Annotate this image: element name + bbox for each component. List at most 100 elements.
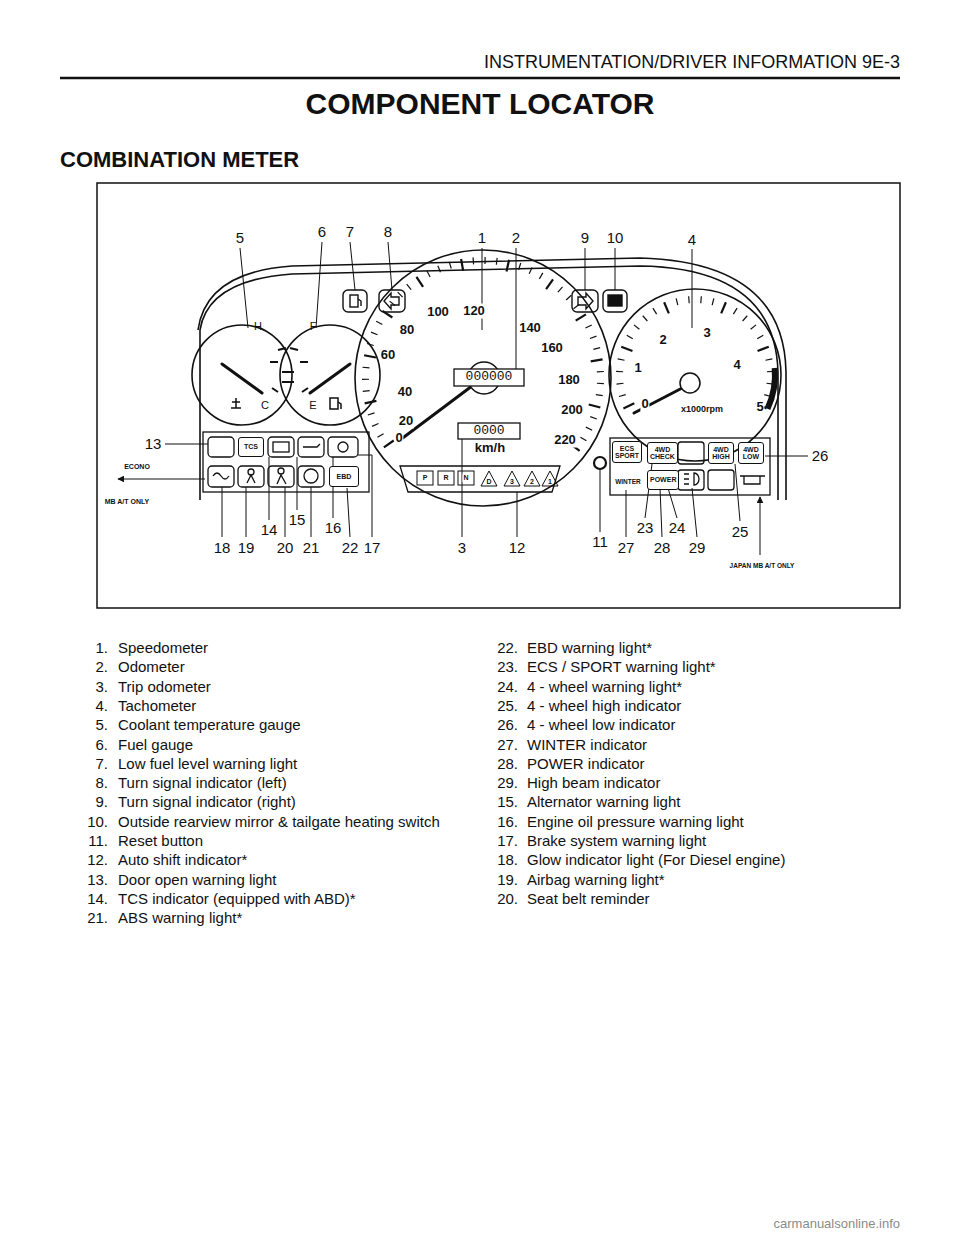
variant-note: JAPAN MB A/T ONLY [730,562,795,569]
callout-number: 12 [508,539,527,556]
list-item: 4 - wheel high indicator [527,697,681,714]
list-number: 14. [87,890,108,907]
shift-position: P [422,474,429,482]
list-number: 18. [497,852,518,869]
callout-number: 26 [811,447,830,464]
tach-scale-number: 1 [633,361,642,376]
tach-scale-number: 0 [640,397,649,412]
list-item: Trip odometer [118,678,211,695]
speed-scale-number: 200 [560,403,584,418]
list-number: 4. [95,697,108,714]
list-item: EBD warning light* [527,639,652,656]
callout-number: 9 [580,229,590,246]
callout-number: 29 [688,539,707,556]
list-number: 27. [497,736,518,753]
list-number: 24. [497,678,518,695]
callout-number: 13 [144,435,163,452]
speed-scale-number: 160 [540,341,564,356]
speed-scale-number: 80 [399,323,415,338]
list-number: 25. [497,697,518,714]
list-item: Low fuel level warning light [118,755,297,772]
list-number: 28. [497,755,518,772]
list-item: Turn signal indicator (left) [118,774,287,791]
gauge-mark: F [310,320,317,333]
list-item: POWER indicator [527,755,645,772]
tach-scale-number: 2 [658,333,667,348]
speed-scale-number: 120 [462,304,486,319]
callout-number: 24 [668,519,687,536]
list-item: ABS warning light* [118,910,242,927]
lamp-text: 4WD HIGH [712,446,730,461]
callout-number: 22 [341,539,360,556]
callout-number: 6 [317,223,327,240]
odometer-digits: 000000 [466,370,513,385]
indicator-lamp: TCS [238,437,264,457]
odometer-windows [454,369,524,439]
speed-scale-number: 60 [380,348,396,363]
list-number: 2. [95,659,108,676]
callout-number: 18 [213,539,232,556]
callout-number: 8 [383,223,393,240]
list-item: Brake system warning light [527,832,706,849]
shift-strip [400,466,560,492]
shift-position: 3 [510,478,514,486]
list-item: TCS indicator (equipped with ABD)* [118,890,356,907]
indicator-lamp: POWER [647,470,679,490]
callout-number: 11 [591,533,609,550]
list-item: Seat belt reminder [527,890,650,907]
watermark: carmanualsonline.info [774,1217,900,1232]
speed-scale-number: 180 [557,373,581,388]
list-item: Reset button [118,832,203,849]
lamp-text: POWER [650,476,676,483]
callout-number: 23 [636,519,655,536]
speed-scale-number: 0 [394,431,403,446]
callout-number: 21 [302,539,321,556]
shift-position: R [442,474,449,482]
trip-digits: 0000 [473,424,504,439]
list-number: 17. [497,832,518,849]
lamp-text: 4WD LOW [743,446,759,461]
list-item: ECS / SPORT warning light* [527,659,716,676]
meter-housing [192,250,786,506]
speed-scale-number: 140 [518,321,542,336]
callout-number: 10 [606,229,625,246]
list-number: 26. [497,717,518,734]
shift-position: 2 [530,478,534,486]
winter-label: WINTER [614,478,642,485]
section-heading: COMBINATION METER [60,147,299,172]
shift-position: D [486,478,491,486]
callout-number: 14 [260,521,279,538]
list-number: 13. [87,871,108,888]
leader-lines [118,242,808,555]
needles [222,364,688,440]
callout-number: 19 [237,539,256,556]
tach-scale-number: 5 [755,400,764,415]
callout-number: 15 [288,511,307,528]
list-item: Engine oil pressure warning light [527,813,744,830]
list-item: Door open warning light [118,871,276,888]
list-number: 15. [497,794,518,811]
list-number: 9. [95,794,108,811]
indicator-lamp: 4WD CHECK [647,442,678,464]
list-item: Fuel gauge [118,736,193,753]
scale-ticks [362,257,774,451]
speed-scale-number: 100 [426,305,450,320]
list-item: Speedometer [118,639,208,656]
speed-scale-number: 40 [397,385,413,400]
list-number: 11. [88,832,108,849]
speed-scale-number: 220 [553,433,577,448]
indicator-lamp: EBD [329,466,359,487]
gauge-mark: H [254,320,262,333]
lamp-text: ECS SPORT [615,445,639,460]
shift-cells [417,471,558,486]
list-item: Alternator warning light [527,794,680,811]
list-number: 6. [95,736,108,753]
gauge-dashes [270,348,308,392]
speed-scale-number: 20 [398,414,414,429]
list-item: Turn signal indicator (right) [118,794,296,811]
gauge-mark: C [261,399,269,412]
list-item: Auto shift indicator* [118,852,247,869]
callout-number: 25 [731,523,750,540]
